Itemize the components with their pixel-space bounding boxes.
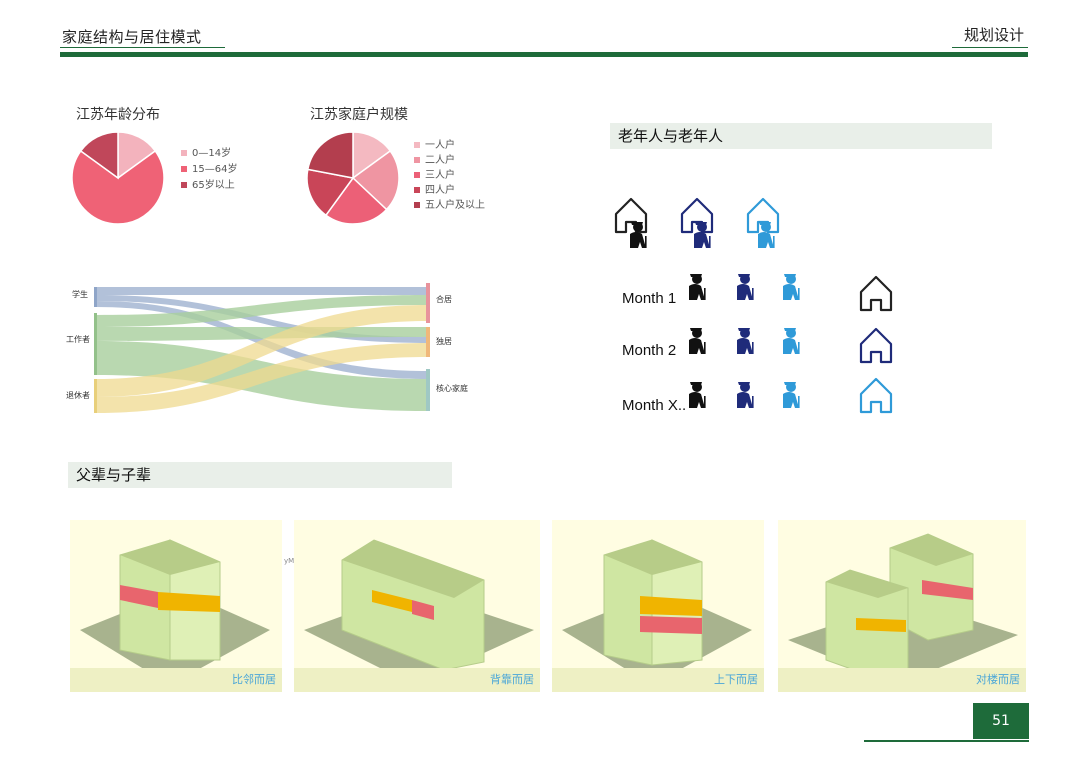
sankey-target-label: 核心家庭 [436,383,468,393]
building-illustration [788,533,1018,685]
month-label: Month 2 [622,342,677,359]
legend-label: 15—64岁 [192,164,238,175]
legend-label: 四人户 [425,185,455,196]
flow-worker-alone [96,327,428,341]
sankey-source-label: 学生 [72,289,88,299]
parents-section-title: 父辈与子辈 [68,462,452,488]
housing-panel-opposite: 对楼而居 [778,520,1026,692]
legend-label: 0—14岁 [192,148,232,159]
panel-label: 上下而居 [552,668,764,692]
footer-line [864,740,1029,742]
stray-text: yM [284,557,295,565]
elder-person-icon [783,328,800,354]
flow-student-cohabit [96,287,428,295]
pie-slice-五人户及以上 [306,131,354,179]
housing-panel-backtoback: 背靠而居 [294,520,540,692]
flow-retired-alone [96,343,428,413]
age-chart-title: 江苏年龄分布 [76,107,160,123]
legend-label: 五人户及以上 [425,200,485,211]
house-icon [859,327,893,364]
legend-label: 三人户 [425,170,455,181]
building-illustration [304,539,534,685]
legend-item: 二人户 [414,153,485,168]
household-pie-chart [306,131,400,225]
legend-item: 0—14岁 [181,146,237,162]
house-icon [859,275,893,312]
month-label: Month 1 [622,290,677,307]
legend-label: 一人户 [425,140,455,151]
flow-student-alone [96,295,428,343]
building-illustration [80,539,270,685]
elder-person-icon [737,274,754,300]
legend-item: 三人户 [414,168,485,183]
panel-label: 比邻而居 [70,668,282,692]
elder-person-icon [783,274,800,300]
building-illustration [562,539,752,685]
house-icon [680,197,714,234]
flow-retired-cohabit [96,305,428,397]
node-worker [94,313,97,375]
elder-person-icon [630,222,647,248]
household-legend: 一人户 二人户 三人户 四人户 五人户及以上 [414,138,485,213]
household-chart-title: 江苏家庭户规模 [310,107,408,123]
page-section-title: 家庭结构与居住模式 [62,28,202,46]
age-legend: 0—14岁 15—64岁 65岁以上 [181,146,237,194]
pie-slice-二人户 [351,149,400,211]
legend-item: 15—64岁 [181,162,237,178]
legend-item: 65岁以上 [181,178,237,194]
sankey-target-label: 独居 [436,336,452,346]
panel-label: 对楼而居 [778,668,1026,692]
house-icon [859,377,893,414]
page-category: 规划设计 [963,26,1024,44]
node-nuclear [426,369,430,411]
node-retired [94,379,97,413]
elder-person-icon [737,328,754,354]
month-label: Month X.. [622,397,687,414]
flow-worker-cohabit [96,295,428,327]
sankey-source-label: 工作者 [66,334,90,344]
elderly-rotation-grid [689,274,893,414]
legend-item: 五人户及以上 [414,198,485,213]
elder-person-icon [783,382,800,408]
elder-person-icon [694,222,711,248]
node-alone [426,327,430,357]
legend-label: 二人户 [425,155,455,166]
housing-panel-adjacent: 比邻而居 [70,520,282,692]
age-pie-chart [71,131,165,225]
legend-label: 65岁以上 [192,180,235,191]
elder-person-icon [689,328,706,354]
header-underline [952,47,1028,48]
header-divider [60,52,1028,57]
elder-person-icon [689,382,706,408]
housing-panel-updown: 上下而居 [552,520,764,692]
elder-person-icon [737,382,754,408]
elder-person-icon [689,274,706,300]
pie-slice-15—64岁 [71,149,165,225]
pie-slice-65岁以上 [79,131,119,180]
node-student [94,287,97,307]
pie-slice-三人户 [324,176,388,225]
header-underline [60,47,225,48]
pie-slice-四人户 [306,168,355,217]
legend-item: 四人户 [414,183,485,198]
house-with-elder-row [614,197,780,248]
legend-item: 一人户 [414,138,485,153]
sankey-target-label: 合居 [436,294,452,304]
sankey-diagram: 学生 工作者 退休者 合居 独居 核心家庭 [66,283,468,413]
elder-person-icon [758,222,775,248]
panel-label: 背靠而居 [294,668,540,692]
node-cohabit [426,283,430,323]
elderly-section-title: 老年人与老年人 [610,123,992,149]
sankey-source-label: 退休者 [66,390,90,400]
page-number: 51 [973,703,1029,739]
